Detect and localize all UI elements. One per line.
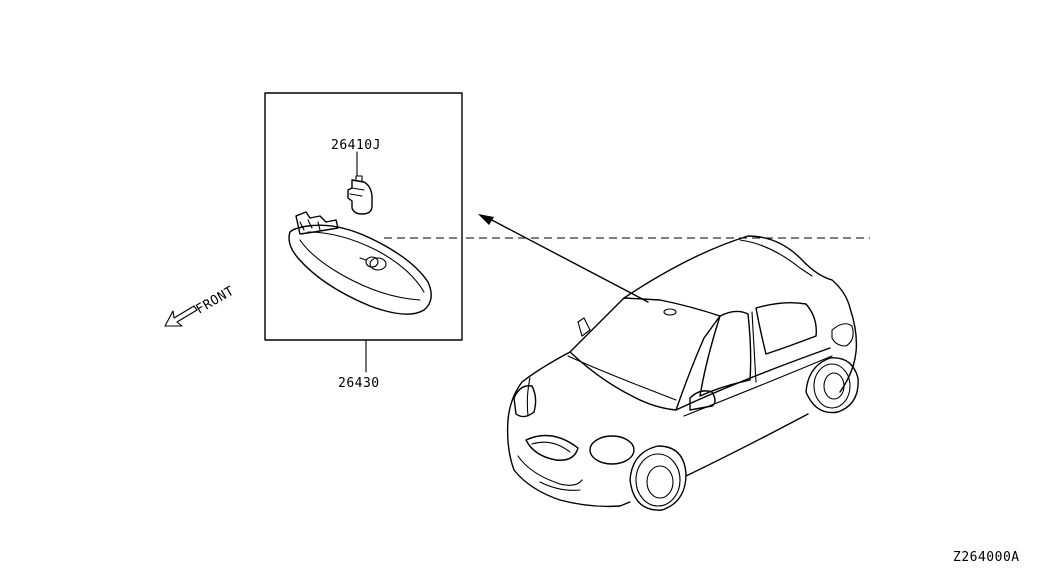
location-leader-arrow	[487, 217, 649, 303]
bulb-icon[interactable]	[347, 175, 373, 215]
lamp-part-label: 26430	[338, 376, 380, 391]
detail-box	[264, 92, 463, 341]
arrow-head-icon	[478, 214, 494, 225]
drawing-code: Z264000A	[953, 550, 1020, 565]
car-icon	[506, 235, 859, 511]
front-label: FRONT	[194, 284, 238, 318]
bulb-part-label: 26410J	[331, 138, 381, 153]
lamp-assembly-icon[interactable]	[288, 211, 432, 315]
front-arrow-icon	[164, 305, 198, 327]
